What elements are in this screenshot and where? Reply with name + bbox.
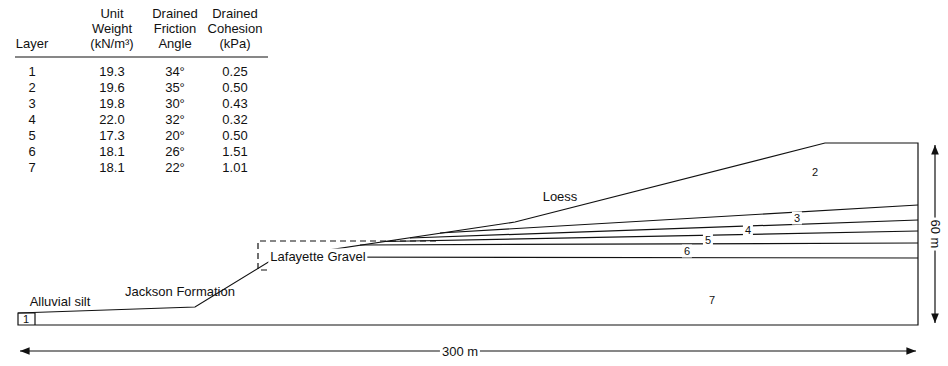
table-cell: 2 [28, 80, 35, 95]
table-cell: 17.3 [99, 128, 124, 143]
layer-number: 3 [792, 212, 802, 225]
layer-number: 6 [682, 244, 692, 257]
dimension-label: 300 m [440, 344, 480, 359]
layer-name: Lafayette Gravel [268, 249, 367, 264]
table-cell: 19.8 [99, 96, 124, 111]
layer-boundary [385, 231, 918, 242]
table-header: Layer [7, 36, 57, 51]
table-cell: 30° [165, 96, 185, 111]
table-cell: 0.25 [222, 64, 247, 79]
table-cell: 1 [28, 64, 35, 79]
layer-number: 5 [703, 233, 713, 246]
layer-number: 7 [709, 294, 715, 307]
layer-number: 2 [812, 166, 818, 179]
layer-name: Alluvial silt [30, 294, 91, 309]
table-cell: 0.43 [222, 96, 247, 111]
gravel-dashed-outline [258, 241, 436, 270]
table-cell: 19.6 [99, 80, 124, 95]
table-cell: 6 [28, 144, 35, 159]
table-cell: 1.01 [222, 160, 247, 175]
table-cell: 5 [28, 128, 35, 143]
table-cell: 18.1 [99, 144, 124, 159]
layer-boundary [360, 243, 918, 245]
table-cell: 20° [165, 128, 185, 143]
table-cell: 3 [28, 96, 35, 111]
table-cell: 0.50 [222, 128, 247, 143]
table-header: Drained Cohesion (kPa) [204, 6, 266, 51]
layer-name: Loess [543, 189, 578, 204]
table-cell: 22° [165, 160, 185, 175]
table-cell: 18.1 [99, 160, 124, 175]
layer-number: 4 [743, 224, 753, 237]
layer-name: Jackson Formation [125, 284, 235, 299]
table-cell: 34° [165, 64, 185, 79]
table-cell: 26° [165, 144, 185, 159]
table-cell: 1.51 [222, 144, 247, 159]
table-cell: 7 [28, 160, 35, 175]
table-cell: 19.3 [99, 64, 124, 79]
layer-boundary [280, 257, 918, 258]
slope-outline [18, 143, 918, 325]
table-cell: 0.32 [222, 112, 247, 127]
table-cell: 32° [165, 112, 185, 127]
alluvial-silt-layer [18, 313, 35, 325]
layer-number: 1 [23, 313, 29, 326]
table-cell: 22.0 [99, 112, 124, 127]
layer-boundary [410, 220, 918, 238]
table-cell: 0.50 [222, 80, 247, 95]
table-cell: 4 [28, 112, 35, 127]
table-header: Unit Weight (kN/m³) [81, 6, 143, 51]
table-rule [15, 56, 268, 57]
table-cell: 35° [165, 80, 185, 95]
table-header: Drained Friction Angle [144, 6, 206, 51]
dimension-label: 60 m [928, 218, 943, 251]
